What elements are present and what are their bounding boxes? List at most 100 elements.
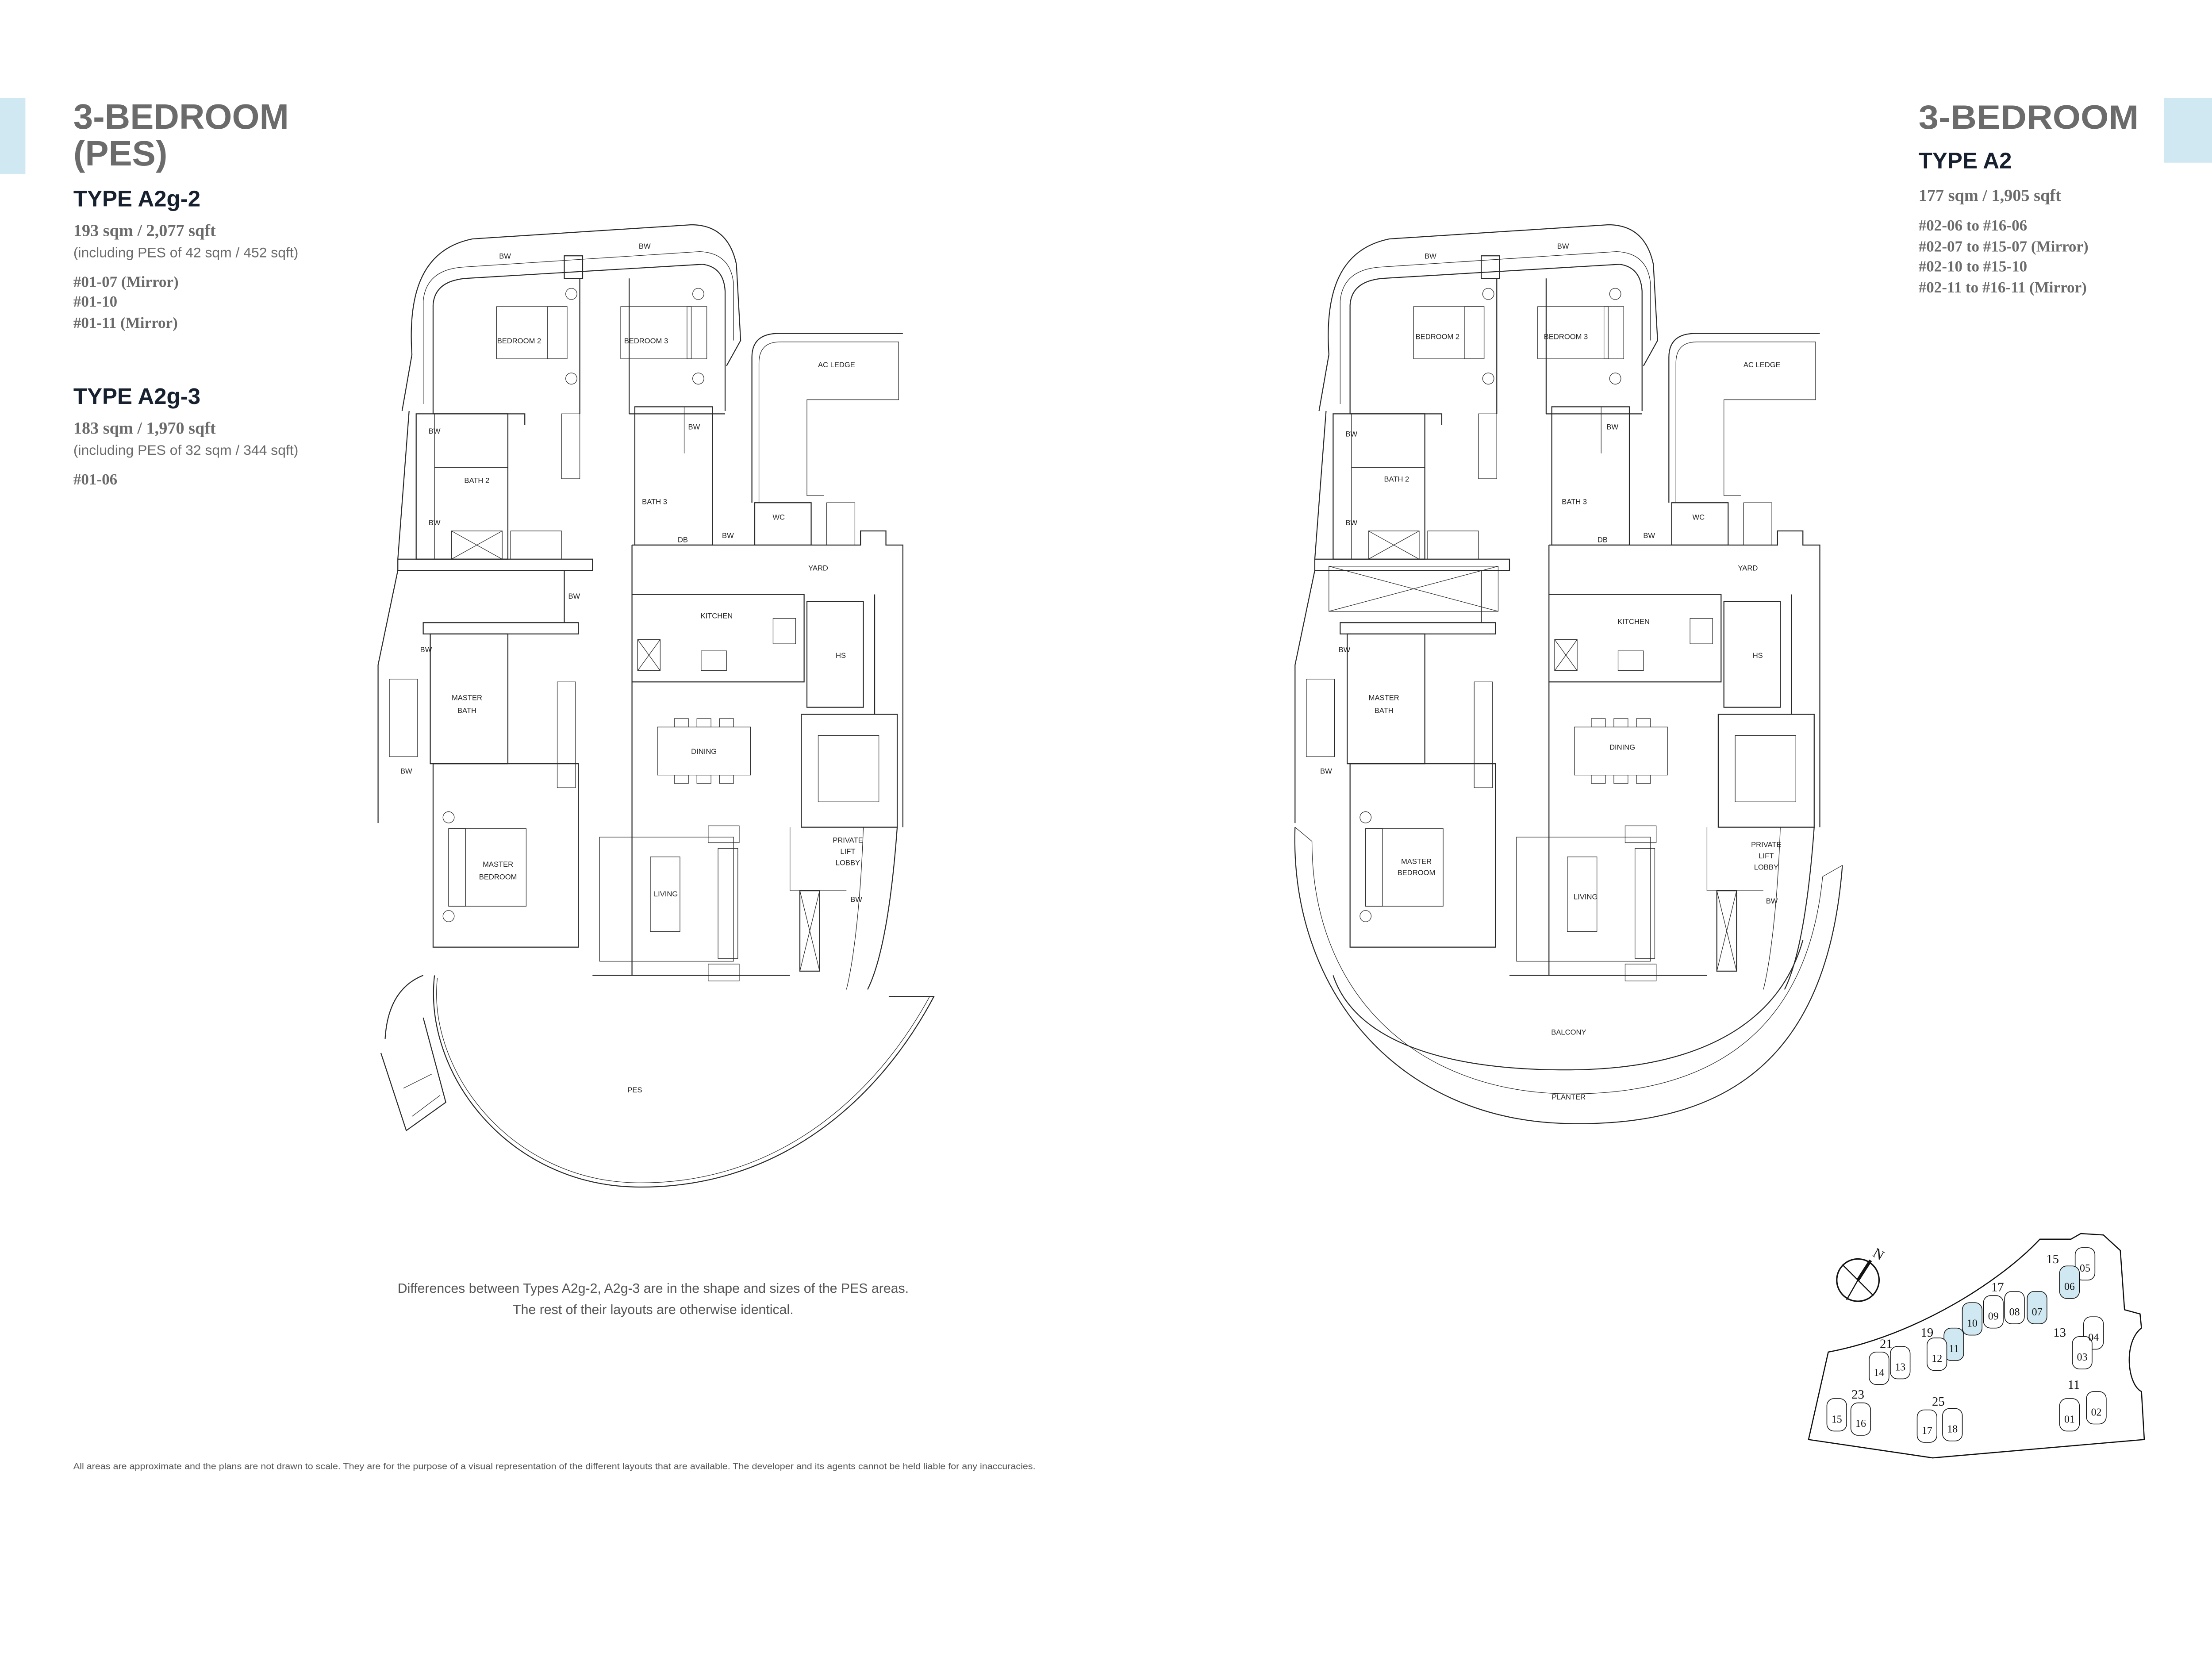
- steps: [380, 975, 446, 1132]
- type-a2-unit: #02-06 to #16-06: [1919, 217, 2027, 234]
- key-plan-unit: [1890, 1346, 1911, 1380]
- type-a2g-2-heading: TYPE A2g-2: [73, 186, 200, 211]
- type-a2g-2-unit: #01-10: [73, 293, 117, 310]
- key-plan-unit-number: 06: [2064, 1281, 2075, 1293]
- type-a2g-2-pes: (including PES of 42 sqm / 452 sqft): [73, 244, 299, 260]
- room-label-bw: BW: [1345, 519, 1357, 527]
- accent-tab-left: [0, 98, 26, 174]
- key-plan-unit-number: 05: [2080, 1263, 2090, 1274]
- type-a2g-3-heading: TYPE A2g-3: [73, 384, 200, 409]
- floor-plan-type-a2: [1294, 224, 1843, 1124]
- key-plan-unit: [1869, 1352, 1889, 1385]
- room-label-planter: PLANTER: [1552, 1093, 1586, 1101]
- key-plan-unit: [1916, 1409, 1937, 1443]
- key-plan-unit-number: 04: [2088, 1332, 2099, 1343]
- left-title-line2: (PES): [73, 134, 168, 173]
- type-a2-heading: TYPE A2: [1919, 148, 2012, 173]
- room-label-bw: BW: [1425, 252, 1436, 261]
- room-label-dining: DINING: [1609, 743, 1635, 751]
- room-label-bw: BW: [850, 896, 862, 904]
- room-label-master-bath: MASTER: [452, 694, 482, 702]
- room-label-bedroom-2: BEDROOM 2: [1416, 332, 1460, 341]
- key-plan-unit: [2004, 1291, 2025, 1324]
- room-label-bw: BW: [1766, 897, 1778, 905]
- room-label-bw: BW: [1557, 242, 1569, 250]
- room-label-db: DB: [1598, 536, 1608, 544]
- disclaimer-footer: All areas are approximate and the plans …: [73, 1462, 1036, 1472]
- key-plan-block-number: 15: [2046, 1252, 2059, 1266]
- key-plan-block-number: 23: [1851, 1388, 1864, 1402]
- floor-plan-page: 3-BEDROOM (PES) TYPE A2g-2 193 sqm / 2,0…: [0, 97, 2212, 1472]
- room-label-db: DB: [678, 536, 688, 544]
- key-plan-unit-number: 16: [1855, 1418, 1866, 1430]
- room-label-bw: BW: [1320, 767, 1332, 775]
- key-plan-block-number: 17: [1991, 1280, 2004, 1295]
- room-label-bw: BW: [429, 519, 441, 527]
- key-plan-block-number: 21: [1880, 1337, 1893, 1351]
- room-label-master-bath: BATH: [457, 706, 476, 715]
- room-label-bw: BW: [429, 427, 441, 435]
- room-label-master-bedroom: MASTER: [1401, 857, 1432, 866]
- key-plan-unit: [1927, 1338, 1947, 1371]
- room-label-living: LIVING: [1574, 892, 1598, 901]
- key-plan-unit: [2086, 1391, 2107, 1425]
- room-label-ac-ledge: AC LEDGE: [1743, 361, 1781, 369]
- key-plan-block-number: 11: [2068, 1378, 2080, 1392]
- room-label-balcony: BALCONY: [1551, 1028, 1586, 1036]
- key-plan-block-number: 25: [1932, 1395, 1945, 1409]
- room-label-private-lift-lobby: LIFT: [840, 847, 855, 856]
- type-a2-unit: #02-07 to #15-07 (Mirror): [1919, 238, 2089, 255]
- key-plan-unit: [1983, 1295, 2004, 1329]
- room-label-bedroom-2: BEDROOM 2: [497, 337, 541, 345]
- room-label-master-bath: MASTER: [1369, 694, 1399, 702]
- room-label-master-bath: BATH: [1375, 706, 1394, 715]
- type-a2g-3-pes: (including PES of 32 sqm / 344 sqft): [73, 442, 299, 458]
- room-label-bath-2: BATH 2: [1384, 475, 1409, 483]
- key-plan-unit-highlighted: [2059, 1265, 2080, 1299]
- type-a2g-2-unit: #01-07 (Mirror): [73, 273, 179, 290]
- room-label-master-bedroom: BEDROOM: [479, 873, 517, 881]
- balcony-boundary: [1333, 940, 1804, 1071]
- type-a2-area: 177 sqm / 1,905 sqft: [1919, 186, 2061, 205]
- key-plan-unit-number: 01: [2064, 1414, 2075, 1425]
- key-plan-unit: [1826, 1398, 1847, 1432]
- room-label-living: LIVING: [654, 890, 678, 898]
- key-plan-unit-number: 14: [1874, 1367, 1884, 1379]
- room-label-bath-3: BATH 3: [1562, 497, 1587, 506]
- type-a2-unit: #02-10 to #15-10: [1919, 258, 2027, 275]
- room-label-private-lift-lobby: LIFT: [1759, 852, 1774, 860]
- room-label-ac-ledge: AC LEDGE: [818, 361, 855, 369]
- left-title-line1: 3-BEDROOM: [73, 97, 289, 136]
- room-label-bw: BW: [1606, 423, 1618, 431]
- room-label-private-lift-lobby: PRIVATE: [1751, 840, 1781, 849]
- room-label-bw: BW: [499, 252, 511, 261]
- room-label-kitchen: KITCHEN: [1617, 617, 1650, 626]
- room-label-dining: DINING: [691, 747, 717, 756]
- room-label-bw: BW: [420, 646, 432, 654]
- room-label-hs: HS: [836, 651, 846, 660]
- room-label-private-lift-lobby: LOBBY: [836, 859, 860, 867]
- key-plan-unit-number: 15: [1832, 1414, 1842, 1425]
- room-label-bw: BW: [639, 242, 651, 250]
- room-label-private-lift-lobby: PRIVATE: [833, 836, 863, 845]
- room-label-bw: BW: [568, 592, 580, 600]
- room-label-master-bedroom: BEDROOM: [1398, 869, 1436, 877]
- key-plan-unit-number: 10: [1967, 1318, 1978, 1329]
- floor-plan-type-a2g: [377, 224, 935, 1188]
- key-plan-unit-number: 03: [2077, 1352, 2088, 1363]
- room-label-bath-2: BATH 2: [464, 477, 489, 485]
- room-label-bath-3: BATH 3: [642, 497, 667, 506]
- key-plan-unit: [2074, 1247, 2096, 1281]
- key-plan-unit-number: 13: [1895, 1361, 1905, 1373]
- key-plan-unit-number: 17: [1922, 1425, 1932, 1437]
- plan-differences-note: The rest of their layouts are otherwise …: [513, 1303, 794, 1317]
- room-label-kitchen: KITCHEN: [701, 612, 733, 620]
- key-plan-unit-number: 02: [2091, 1407, 2102, 1418]
- room-label-yard: YARD: [808, 564, 828, 572]
- key-plan-unit: [1850, 1402, 1871, 1436]
- planter-boundary: [1294, 827, 1843, 1124]
- room-label-bw: BW: [688, 423, 700, 431]
- type-a2g-3-unit: #01-06: [73, 471, 117, 488]
